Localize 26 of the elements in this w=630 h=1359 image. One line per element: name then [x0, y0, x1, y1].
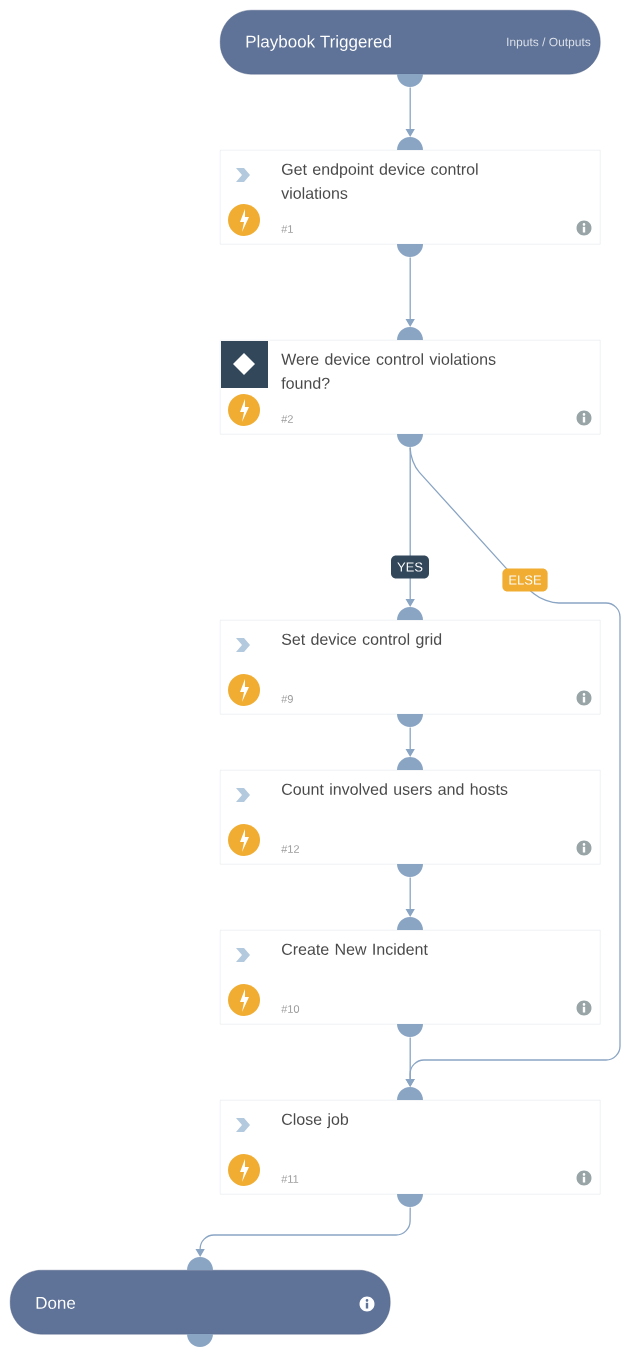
terminal-title: Done: [36, 1297, 76, 1309]
task-title: Were device control violations found?: [281, 353, 496, 389]
task-box: [220, 620, 601, 715]
terminal-title: Playbook Triggered: [246, 35, 391, 51]
task-title: Close job: [282, 1113, 349, 1129]
task-number: #1: [281, 225, 293, 233]
task-box: [220, 1100, 601, 1195]
task-number: #11: [281, 1175, 299, 1183]
task-number: #2: [281, 415, 293, 423]
task-number: #10: [281, 1005, 300, 1013]
branch-label: YES: [391, 555, 429, 579]
task-box: [220, 340, 601, 435]
branch-label: ELSE: [502, 568, 548, 592]
task-box: [220, 930, 601, 1025]
task-title: Create New Incident: [282, 943, 428, 955]
task-box: [220, 770, 601, 865]
io-link: Inputs / Outputs: [507, 37, 591, 49]
task-number: #9: [281, 695, 293, 703]
task-title: Set device control grid: [281, 633, 442, 649]
terminal-pill: [220, 10, 601, 75]
task-box: [220, 150, 601, 245]
arrow: [195, 1206, 411, 1257]
task-title: Get endpoint device control violations: [281, 163, 478, 199]
task-number: #12: [281, 845, 299, 853]
terminal-pill: [10, 1270, 391, 1335]
task-title: Count involved users and hosts: [282, 783, 508, 795]
